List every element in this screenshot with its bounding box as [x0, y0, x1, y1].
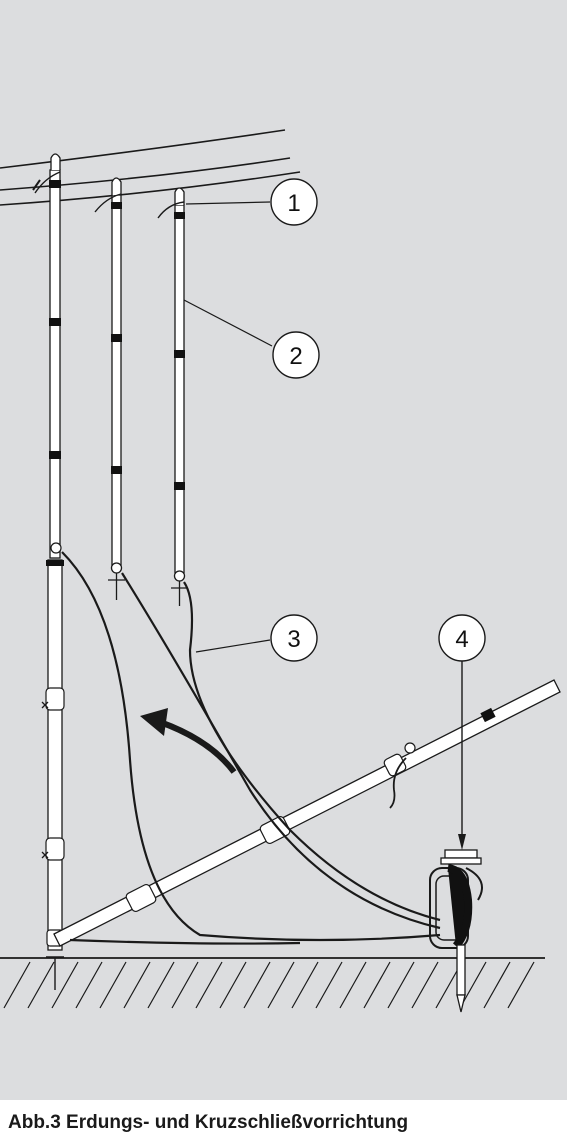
ground-surface	[0, 957, 545, 1009]
ground-hatch-line	[171, 961, 199, 1009]
right-insulating-pole	[157, 187, 188, 606]
ground-hatch-line	[99, 961, 127, 1009]
ground-hatch-line	[75, 961, 103, 1009]
left-insulating-pole	[32, 153, 65, 951]
callout-3-label: 3	[287, 626, 300, 653]
callout-1-label: 1	[287, 190, 300, 217]
ground-hatch-line	[51, 961, 79, 1009]
ground-hatch-line	[267, 961, 295, 1009]
middle-insulating-pole	[94, 177, 125, 600]
ground-hatch-line	[243, 961, 271, 1009]
ground-hatch-line	[123, 961, 151, 1009]
diagonal-operating-pole	[53, 679, 561, 947]
callout-2: 2	[183, 299, 320, 379]
callout-4: 4	[438, 614, 486, 662]
ground-hatch-line	[363, 961, 391, 1009]
ground-hatch-line	[291, 961, 319, 1009]
callout-2-label: 2	[289, 343, 302, 370]
ground-hatch-line	[387, 961, 415, 1009]
ground-hatch-line	[411, 961, 439, 1009]
earth-electrode-clamp	[429, 650, 483, 1013]
ground-hatch-line	[3, 961, 31, 1009]
ground-hatch-line	[195, 961, 223, 1009]
direction-arrow	[140, 708, 237, 774]
ground-hatch-line	[219, 961, 247, 1009]
callout-4-label: 4	[455, 626, 468, 653]
diagram-background	[0, 0, 567, 1100]
figure-caption: Abb.3 Erdungs- und Kruzschließvorrichtun…	[8, 1112, 409, 1133]
ground-hatch-line	[27, 961, 55, 1009]
grounding-cables	[61, 551, 441, 945]
left-earth-spike	[46, 956, 64, 990]
ground-hatch-line	[339, 961, 367, 1009]
ground-hatch-line	[483, 961, 511, 1009]
callout-3: 3	[195, 614, 318, 662]
ground-hatch-line	[147, 961, 175, 1009]
callout-1: 1	[185, 178, 318, 226]
ground-hatch-line	[507, 961, 535, 1009]
ground-hatch-line	[315, 961, 343, 1009]
overhead-wires	[0, 129, 301, 206]
